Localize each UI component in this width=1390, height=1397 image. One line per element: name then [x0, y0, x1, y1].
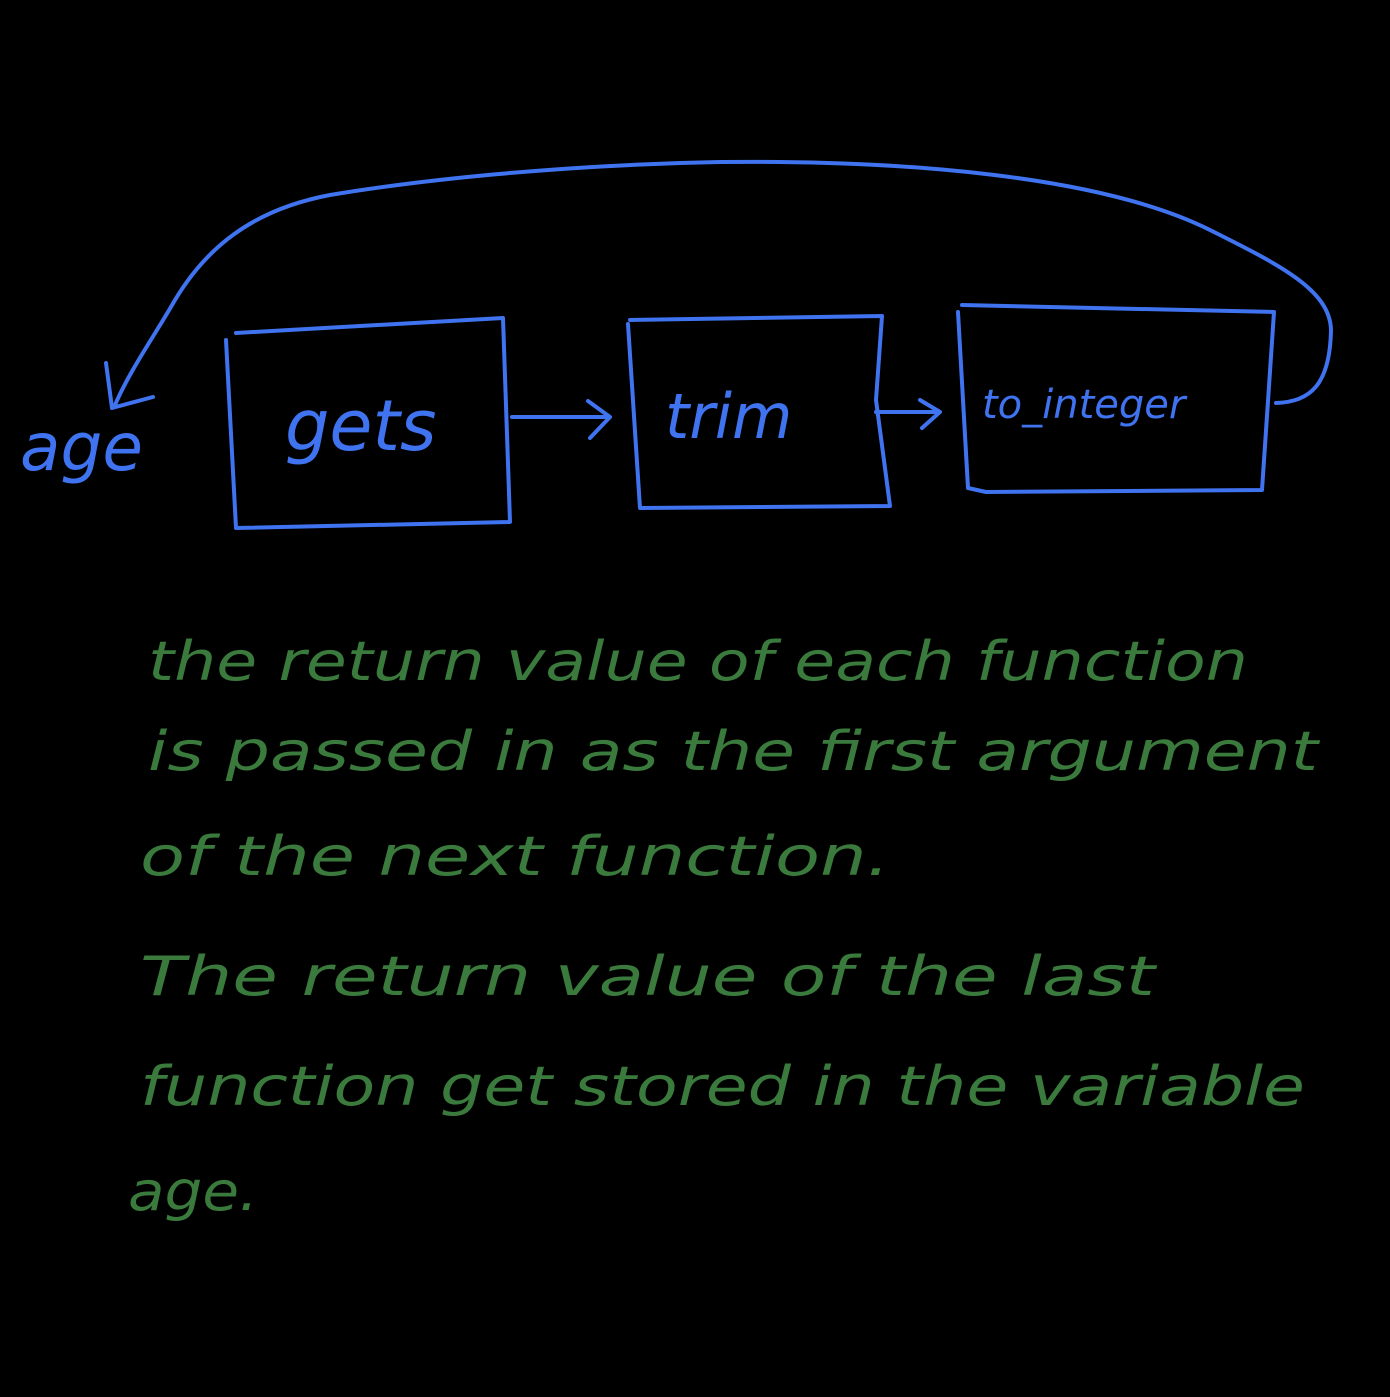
arrow-trim-to-tointeger — [874, 398, 942, 430]
note-line-3: of the next function. — [140, 825, 890, 888]
box-trim: trim — [626, 314, 892, 510]
explanation-notes: the return value of each function is pas… — [128, 630, 1320, 1223]
note-line-5: function get stored in the variable — [140, 1055, 1305, 1118]
box-to-integer-label: to_integer — [982, 382, 1188, 428]
feedback-arrow — [104, 159, 1333, 410]
note-line-6: age. — [128, 1160, 258, 1223]
box-trim-label: trim — [665, 380, 792, 453]
note-line-1: the return value of each function — [148, 630, 1248, 693]
box-to-integer: to_integer — [956, 303, 1276, 494]
box-gets: gets — [224, 316, 512, 530]
box-gets-label: gets — [285, 385, 436, 467]
arrow-gets-to-trim — [510, 399, 612, 440]
note-line-4: The return value of the last — [140, 945, 1158, 1008]
output-label: age — [20, 409, 143, 486]
note-line-2: is passed in as the first argument — [148, 720, 1320, 783]
